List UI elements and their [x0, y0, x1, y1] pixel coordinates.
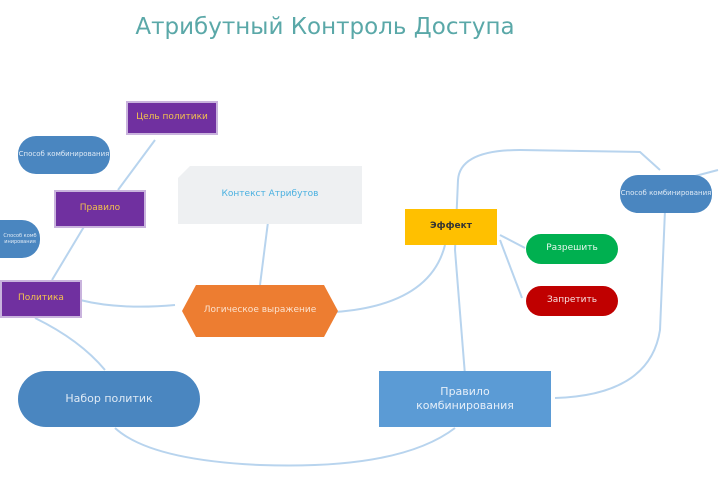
logical-expression-node: Логическое выражение	[182, 285, 338, 337]
rule-node: Правило	[54, 190, 146, 228]
combining-method-left-node: Способ комбинирования	[0, 220, 40, 258]
policy-node: Политика	[0, 280, 82, 318]
deny-node: Запретить	[526, 286, 618, 316]
effect-node: Эффект	[405, 209, 497, 245]
combining-rule-node: Правило комбинирования	[379, 371, 551, 427]
combining-method-node: Способ комбинирования	[18, 136, 110, 174]
policy-set-node: Набор политик	[18, 371, 200, 427]
combining-method-right-node: Способ комбинирования	[620, 175, 712, 213]
page-title: Атрибутный Контроль Доступа	[135, 14, 515, 40]
target-node: Цель политики	[126, 101, 218, 135]
attribute-context-node: Контекст Атрибутов	[178, 166, 362, 224]
permit-node: Разрешить	[526, 234, 618, 264]
